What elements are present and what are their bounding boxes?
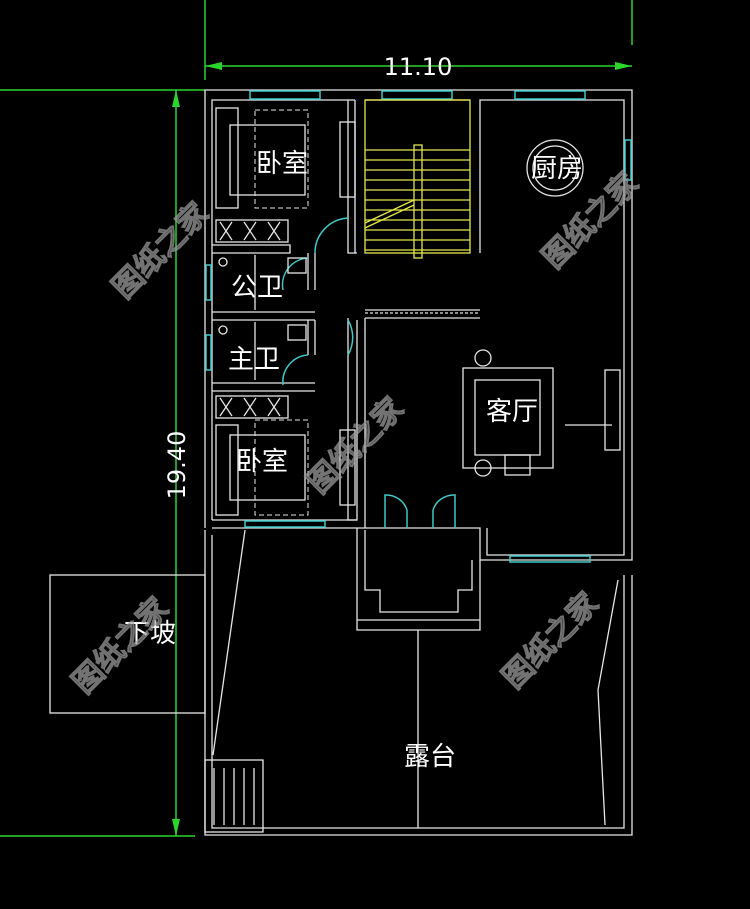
staircase xyxy=(364,99,471,259)
room-label-master-bath: 主卫 xyxy=(228,345,280,375)
height-dimension-label: 19.40 xyxy=(163,431,191,500)
dining-table xyxy=(526,139,584,197)
watermark: 图纸之家 xyxy=(301,391,411,501)
building-walls xyxy=(204,89,633,561)
width-dimension: 11.10 xyxy=(204,0,633,81)
room-label-ramp: 下坡 xyxy=(124,619,176,649)
room-label-terrace: 露台 xyxy=(404,742,456,772)
bathroom-fixtures xyxy=(218,255,307,380)
watermark: 图纸之家 xyxy=(106,196,216,306)
terrace xyxy=(204,529,633,836)
room-label-bedroom-top: 卧室 xyxy=(256,149,308,179)
ramp-area xyxy=(49,574,206,714)
entry-porch xyxy=(356,528,481,631)
room-label-public-bath: 公卫 xyxy=(231,273,283,303)
windows xyxy=(205,90,632,563)
bedroom-top-furniture xyxy=(215,107,356,243)
sofa-set xyxy=(462,349,621,477)
room-label-living-room: 客厅 xyxy=(486,397,538,427)
room-label-bedroom-bottom: 卧室 xyxy=(236,447,288,477)
room-label-kitchen: 厨房 xyxy=(531,154,583,184)
doors xyxy=(281,217,456,528)
bedroom-bottom-furniture xyxy=(215,395,356,516)
height-dimension: 19.40 xyxy=(0,89,205,837)
watermark: 图纸之家 xyxy=(496,586,606,696)
width-dimension-label: 11.10 xyxy=(384,53,453,81)
